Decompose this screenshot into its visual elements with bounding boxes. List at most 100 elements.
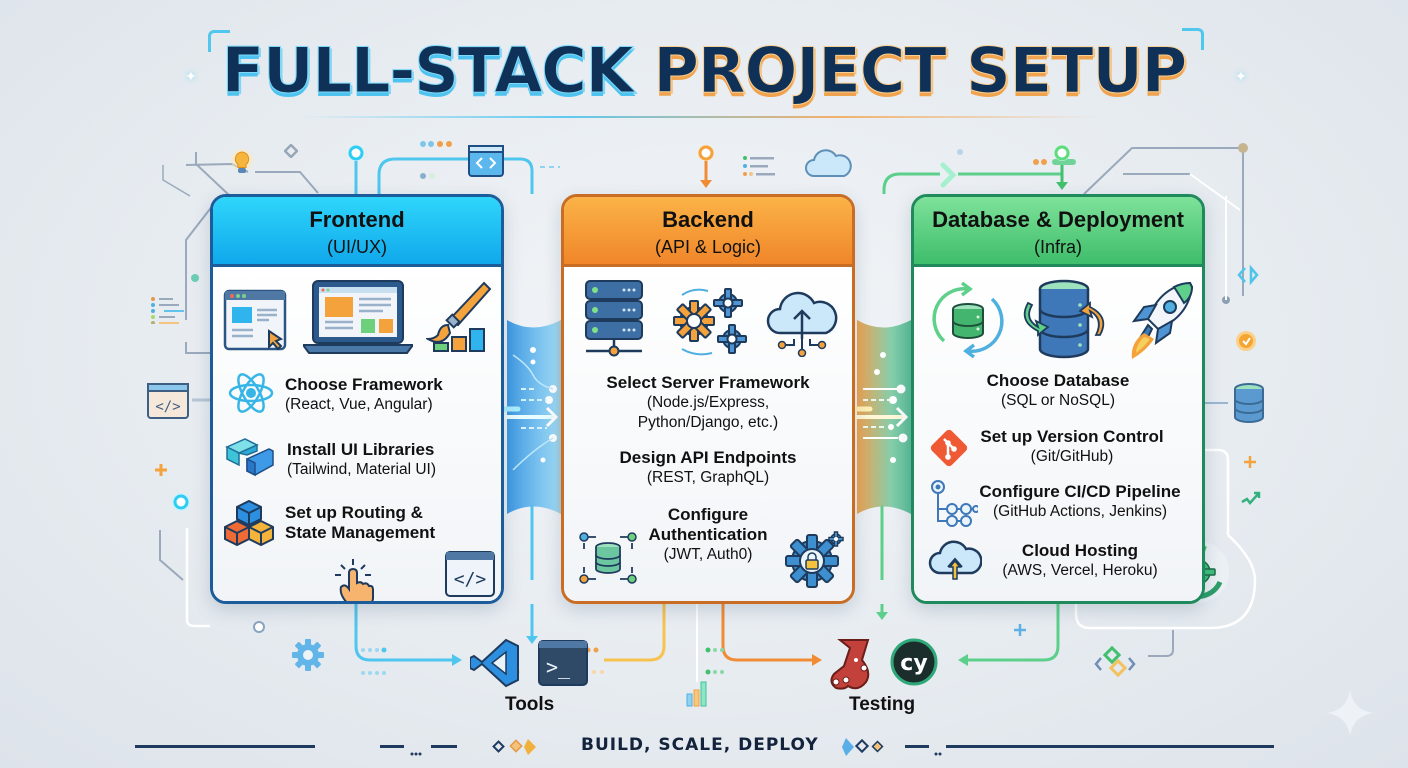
item-title: Install UI Libraries: [287, 440, 435, 459]
title-part-1: FULL-STACK: [221, 34, 634, 108]
item-title-line2: State Management: [285, 523, 436, 542]
dot-icon: [190, 270, 200, 288]
item-title: Configure CI/CD Pipeline: [979, 482, 1181, 501]
database-sync-icon: [928, 281, 1008, 364]
plus-icon: [1012, 622, 1028, 643]
gears-icon: [668, 285, 752, 362]
paintbrush-chart-icon: [424, 281, 492, 360]
lightbulb-icon: [229, 148, 255, 185]
item-detail: (Node.js/Express,: [646, 394, 770, 411]
item-title: Set up Routing &: [285, 503, 423, 522]
item-title: Select Server Framework: [606, 373, 810, 392]
item-title-line2: Authentication: [648, 525, 768, 544]
code-window-icon: </>: [445, 551, 495, 601]
ui-library-blocks-icon: [225, 437, 275, 484]
footer-diamonds-right-icon: [836, 736, 896, 763]
item-title: Choose Framework: [285, 375, 443, 394]
testing-label: Testing: [849, 694, 916, 715]
plus-icon: [153, 462, 169, 483]
chevron-right-glow-icon: [938, 162, 960, 193]
code-list-icon: [150, 296, 186, 329]
frontend-card: Frontend (UI/UX) Choose Framework (React…: [210, 194, 504, 604]
database-subheading: (Infra): [1033, 237, 1082, 257]
item-title: Cloud Hosting: [1021, 541, 1139, 560]
item-detail-line2: Python/Django, etc.): [637, 414, 779, 431]
backend-database-bridge: [843, 300, 925, 534]
node-glow-icon: [346, 143, 366, 168]
footer-tagline: BUILD, SCALE, DEPLOY: [581, 735, 819, 755]
item-detail: (Git/GitHub): [1030, 448, 1114, 465]
database-item-cicd: Configure CI/CD Pipeline (GitHub Actions…: [962, 482, 1198, 522]
item-title: Set up Version Control: [980, 427, 1164, 446]
frontend-item-framework: Choose Framework (React, Vue, Angular): [285, 375, 443, 415]
list-icon: [742, 155, 778, 184]
backend-card: Backend (API & Logic) Select Server Fram…: [561, 194, 855, 604]
title-bracket-right: [1182, 28, 1204, 50]
item-detail: (React, Vue, Angular): [285, 396, 433, 413]
terminal-glyph: >_: [546, 655, 571, 679]
cloud-upload-icon: [764, 287, 840, 362]
cypress-icon: cy: [890, 638, 938, 691]
sparkle-star-icon: [1325, 688, 1375, 743]
tools-label: Tools: [505, 694, 555, 715]
backend-heading: Backend: [662, 207, 754, 232]
footer-dots-icon: [934, 744, 942, 762]
node-glow-green-icon: [1052, 143, 1072, 168]
jest-icon: [828, 638, 878, 697]
item-detail: (REST, GraphQL): [646, 469, 770, 486]
item-detail: (AWS, Vercel, Heroku): [1002, 562, 1158, 579]
frontend-backend-bridge: [493, 300, 575, 534]
item-detail: (GitHub Actions, Jenkins): [992, 503, 1167, 520]
pointer-hand-icon: [331, 555, 381, 601]
footer-diamonds-left-icon: [492, 736, 552, 763]
code-window-icon: [468, 145, 504, 182]
item-title: Configure: [667, 505, 749, 524]
database-card-header: Database & Deployment (Infra): [914, 197, 1202, 267]
item-title: Design API Endpoints: [619, 448, 797, 467]
diamond-node-icon: [283, 143, 299, 163]
item-detail: (SQL or NoSQL): [1001, 392, 1115, 409]
browser-window-cursor-icon: [223, 285, 289, 356]
database-item-cloud-hosting: Cloud Hosting (AWS, Vercel, Heroku): [962, 541, 1198, 581]
item-detail: (Tailwind, Material UI): [287, 461, 437, 478]
frontend-subheading: (UI/UX): [327, 237, 387, 257]
footer-line-right: [946, 745, 1274, 748]
plus-icon: [1243, 455, 1257, 474]
frontend-heading: Frontend: [309, 207, 405, 232]
title-underline: [300, 116, 1100, 118]
page-title: FULL-STACK PROJECT SETUP: [0, 34, 1408, 108]
frontend-card-header: Frontend (UI/UX): [213, 197, 501, 267]
cubes-icon: [223, 499, 275, 552]
power-glow-icon: [1235, 330, 1257, 357]
react-atom-icon: [227, 371, 275, 420]
backend-item-server-framework: Select Server Framework (Node.js/Express…: [564, 373, 852, 433]
backend-card-header: Backend (API & Logic): [564, 197, 852, 267]
backend-item-authentication: Configure Authentication (JWT, Auth0): [564, 505, 852, 565]
frontend-item-routing: Set up Routing & State Management: [285, 503, 435, 543]
backend-subheading: (API & Logic): [654, 237, 762, 257]
gear-icon: [290, 637, 326, 678]
svg-text:</>: </>: [155, 399, 180, 415]
database-heading: Database & Deployment: [932, 207, 1184, 232]
cypress-text: cy: [900, 651, 927, 676]
pipeline-icon: [930, 479, 980, 532]
trend-up-icon: [1240, 490, 1262, 511]
server-rack-icon: [582, 279, 646, 364]
sparkle-icon: ✦: [185, 68, 197, 84]
database-deployment-card: Database & Deployment (Infra) Choose Dat…: [911, 194, 1205, 604]
node-glow-orange-icon: [696, 143, 716, 168]
cloud-upload-icon: [928, 539, 983, 586]
footer-dash: [380, 745, 404, 748]
item-detail: (JWT, Auth0): [663, 546, 753, 563]
gear-lock-icon: [784, 529, 846, 594]
database-item-choose-db: Choose Database (SQL or NoSQL): [914, 371, 1202, 411]
dot-icon: [253, 620, 265, 638]
footer-dash: [905, 745, 929, 748]
code-glyph: </>: [454, 569, 487, 590]
title-part-2: PROJECT SETUP: [653, 34, 1188, 108]
database-network-icon: [578, 529, 638, 592]
vscode-icon: [469, 638, 520, 693]
database-icon: [1233, 382, 1265, 429]
database-item-version-control: Set up Version Control (Git/GitHub): [962, 427, 1182, 467]
footer-dash: [431, 745, 457, 748]
